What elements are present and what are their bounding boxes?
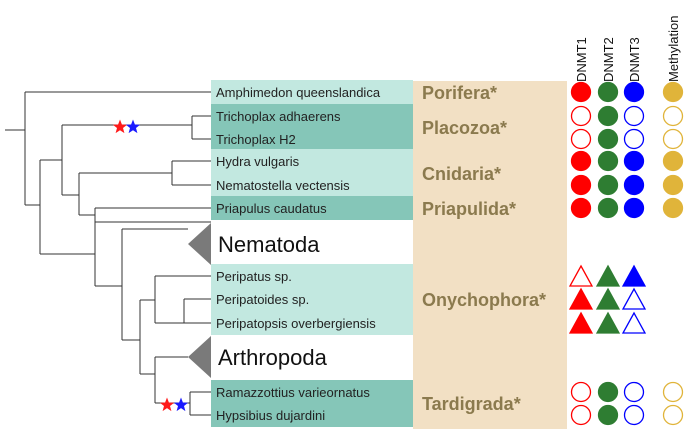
phylum-label: Porifera* bbox=[422, 83, 497, 103]
dnmt3-mark bbox=[623, 150, 645, 172]
methylation-mark bbox=[662, 128, 684, 150]
methylation-mark bbox=[662, 174, 684, 196]
taxon-label: Peripatopsis overbergiensis bbox=[216, 316, 376, 331]
dnmt3-mark bbox=[621, 311, 647, 334]
taxon-row-bg bbox=[211, 80, 413, 104]
taxon-label: Nematostella vectensis bbox=[216, 178, 350, 193]
methylation-mark bbox=[662, 197, 684, 219]
dnmt1-mark bbox=[568, 287, 594, 310]
dnmt1-mark bbox=[570, 404, 592, 426]
dnmt2-mark bbox=[597, 381, 619, 403]
taxon-label: Peripatus sp. bbox=[216, 269, 292, 284]
column-headers: DNMT1 DNMT2 DNMT3 Methylation bbox=[574, 16, 681, 82]
taxon-label: Ramazzottius varieornatus bbox=[216, 385, 370, 400]
dnmt2-mark bbox=[595, 287, 621, 310]
dnmt1-mark bbox=[570, 174, 592, 196]
taxon-row-bg bbox=[211, 173, 413, 197]
dnmt2-mark bbox=[597, 81, 619, 103]
dnmt1-mark bbox=[570, 105, 592, 127]
taxon-label: Trichoplax adhaerens bbox=[216, 109, 341, 124]
phylum-labels: Porifera* Placozoa* Cnidaria* Priapulida* On… bbox=[422, 83, 546, 414]
column-header: DNMT1 bbox=[574, 37, 589, 82]
taxon-label: Hydra vulgaris bbox=[216, 154, 300, 169]
taxon-row-bg bbox=[211, 149, 413, 173]
phylum-label: Tardigrada* bbox=[422, 394, 521, 414]
methylation-mark bbox=[662, 381, 684, 403]
dnmt3-mark bbox=[623, 105, 645, 127]
methylation-mark bbox=[662, 81, 684, 103]
phylum-label: Onychophora* bbox=[422, 290, 546, 310]
column-header: Methylation bbox=[666, 16, 681, 82]
methylation-mark bbox=[662, 105, 684, 127]
taxon-label: Trichoplax H2 bbox=[216, 132, 296, 147]
dnmt1-mark bbox=[570, 197, 592, 219]
collapsed-clade-triangle bbox=[188, 336, 211, 378]
dnmt1-mark bbox=[570, 381, 592, 403]
methylation-mark bbox=[662, 404, 684, 426]
taxon-label: Priapulus caudatus bbox=[216, 201, 327, 216]
phylum-band bbox=[413, 81, 567, 429]
dnmt2-mark bbox=[595, 311, 621, 334]
collapsed-clade-arthropoda: Arthropoda bbox=[188, 336, 328, 378]
collapsed-clade-triangle bbox=[188, 223, 211, 265]
presence-matrix bbox=[568, 81, 684, 426]
collapsed-clade-nematoda: Nematoda bbox=[188, 223, 320, 265]
taxon-row-bg bbox=[211, 264, 413, 288]
dnmt3-mark bbox=[623, 128, 645, 150]
dnmt3-mark bbox=[623, 404, 645, 426]
dnmt3-mark bbox=[621, 264, 647, 287]
loss-markers bbox=[112, 119, 189, 412]
taxon-label: Hypsibius dujardini bbox=[216, 408, 325, 423]
dnmt2-mark bbox=[597, 128, 619, 150]
taxon-label: Amphimedon queenslandica bbox=[216, 85, 381, 100]
phylum-label: Priapulida* bbox=[422, 199, 516, 219]
dnmt2-mark bbox=[597, 174, 619, 196]
dnmt2-mark bbox=[595, 264, 621, 287]
dnmt2-mark bbox=[597, 404, 619, 426]
dnmt3-mark bbox=[621, 287, 647, 310]
phylogenetic-tree bbox=[5, 91, 211, 416]
column-header: DNMT3 bbox=[627, 37, 642, 82]
dnmt2-mark bbox=[597, 105, 619, 127]
taxon-row-bg bbox=[211, 311, 413, 335]
taxon-row-bg bbox=[211, 127, 413, 151]
taxon-row-bg bbox=[211, 403, 413, 427]
dnmt1-mark bbox=[568, 311, 594, 334]
dnmt1-mark bbox=[568, 264, 594, 287]
star-marker bbox=[173, 397, 189, 412]
star-marker bbox=[159, 397, 175, 412]
taxon-label: Peripatoides sp. bbox=[216, 292, 309, 307]
collapsed-clade-label: Arthropoda bbox=[218, 345, 328, 370]
dnmt1-mark bbox=[570, 150, 592, 172]
star-marker bbox=[125, 119, 141, 134]
dnmt1-mark bbox=[570, 128, 592, 150]
dnmt2-mark bbox=[597, 197, 619, 219]
dnmt3-mark bbox=[623, 197, 645, 219]
taxon-row-bg bbox=[211, 287, 413, 311]
star-marker bbox=[112, 119, 128, 134]
dnmt3-mark bbox=[623, 81, 645, 103]
column-header: DNMT2 bbox=[601, 37, 616, 82]
dnmt3-mark bbox=[623, 174, 645, 196]
methylation-mark bbox=[662, 150, 684, 172]
dnmt1-mark bbox=[570, 81, 592, 103]
taxon-row-bg bbox=[211, 104, 413, 128]
dnmt2-mark bbox=[597, 150, 619, 172]
phylum-label: Placozoa* bbox=[422, 118, 507, 138]
phylum-label: Cnidaria* bbox=[422, 164, 501, 184]
dnmt3-mark bbox=[623, 381, 645, 403]
taxon-row-bg bbox=[211, 196, 413, 220]
collapsed-clade-label: Nematoda bbox=[218, 232, 320, 257]
taxon-row-bg bbox=[211, 380, 413, 404]
